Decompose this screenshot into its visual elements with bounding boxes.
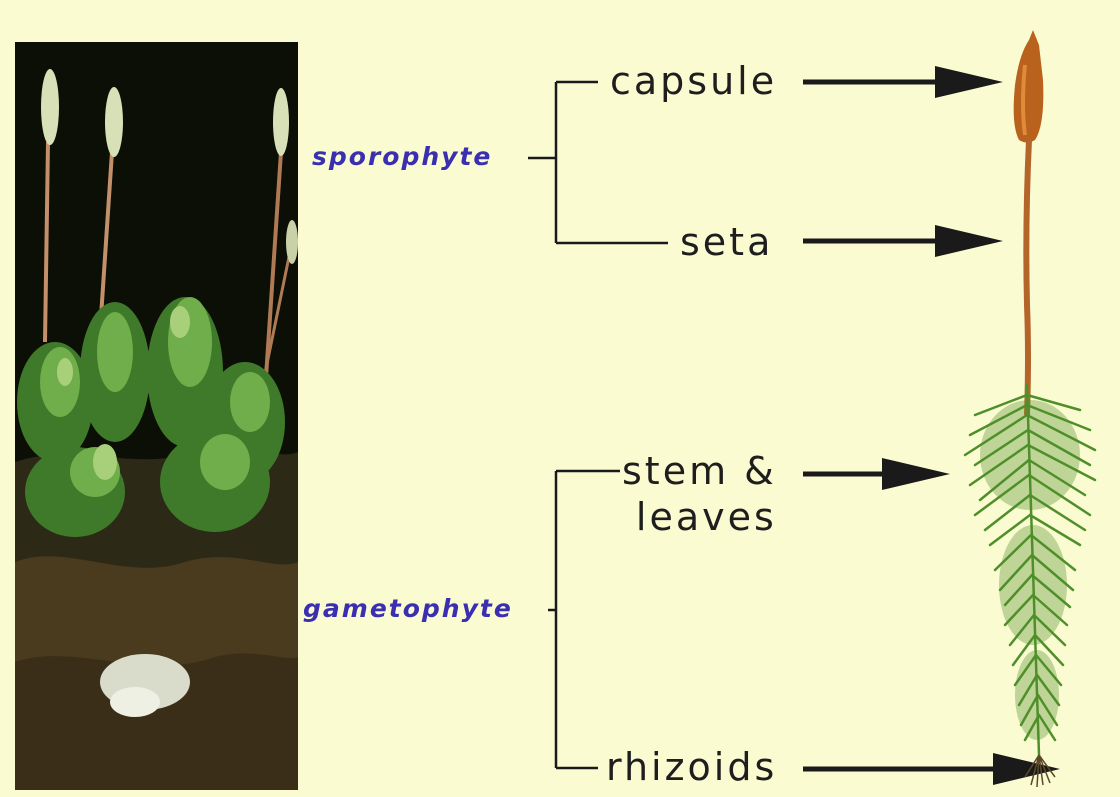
capsule-label: capsule — [610, 59, 778, 103]
capsule-illustration — [1013, 30, 1044, 143]
capsule-arrow — [803, 66, 1003, 98]
rhizoids-arrow — [803, 753, 1060, 785]
seta-arrow — [803, 225, 1003, 257]
leafy-stem-illustration — [963, 383, 1097, 757]
seta-label: seta — [680, 220, 774, 264]
rhizoids-illustration — [1024, 754, 1056, 788]
seta-illustration — [1023, 139, 1032, 416]
gametophyte-label: gametophyte — [303, 594, 513, 623]
stem-label-line2: leaves — [635, 495, 777, 539]
stem-leaves-label: stem & leaves — [622, 448, 777, 540]
sporophyte-label: sporophyte — [312, 142, 493, 171]
moss-plant-drawing — [955, 25, 1105, 795]
stem-label-line1: stem & — [622, 449, 777, 493]
rhizoids-label: rhizoids — [606, 745, 778, 789]
stem-arrow — [803, 458, 950, 490]
moss-colony-photo — [15, 42, 298, 790]
